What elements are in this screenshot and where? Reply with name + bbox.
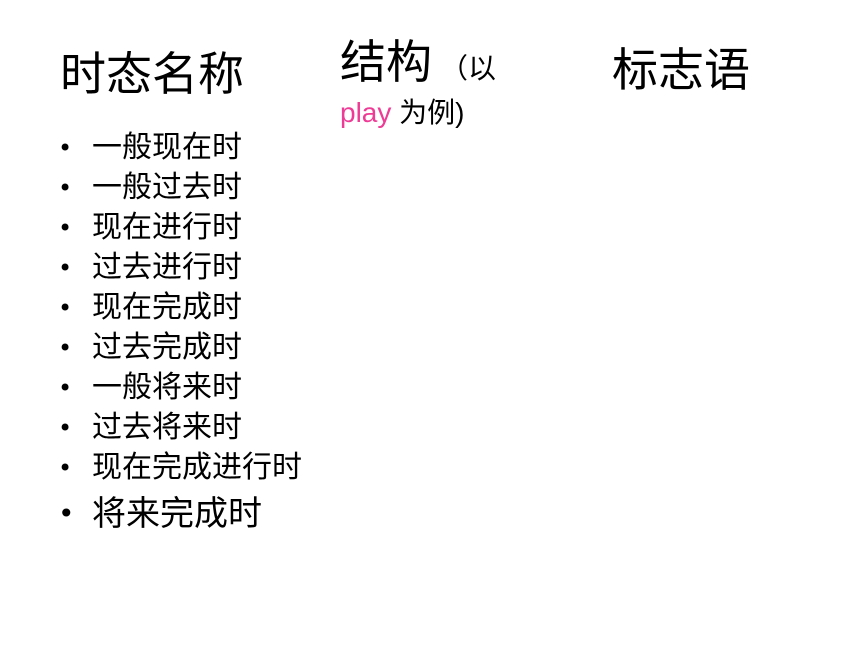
- tense-list: • 一般现在时 • 一般过去时 • 现在进行时 • 过去进行时 • 现在完成时 • 过去完成…: [58, 128, 302, 538]
- tense-label: 过去将来时: [92, 410, 242, 445]
- structure-header: 结构（以 play 为例): [340, 36, 530, 133]
- tense-label: 将来完成时: [92, 494, 262, 534]
- bullet-icon: •: [58, 374, 73, 402]
- bullet-icon: •: [58, 294, 73, 322]
- bullet-icon: •: [58, 454, 73, 482]
- bullet-icon: •: [58, 174, 73, 202]
- tense-label: 过去进行时: [92, 250, 242, 285]
- list-item: • 现在进行时: [58, 208, 302, 248]
- bullet-icon: •: [58, 497, 75, 530]
- list-item: • 一般将来时: [58, 368, 302, 408]
- list-item: • 过去完成时: [58, 328, 302, 368]
- tense-label: 过去完成时: [92, 330, 242, 365]
- list-item: • 过去进行时: [58, 248, 302, 288]
- list-item: • 现在完成时: [58, 288, 302, 328]
- structure-example-suffix: 为例): [391, 97, 465, 128]
- bullet-icon: •: [58, 214, 73, 242]
- bullet-icon: •: [58, 134, 73, 162]
- bullet-icon: •: [58, 414, 73, 442]
- list-item: • 过去将来时: [58, 408, 302, 448]
- tense-label: 一般过去时: [92, 170, 242, 205]
- tense-name-header: 时态名称: [60, 47, 244, 101]
- structure-header-main: 结构: [340, 35, 432, 89]
- tense-label: 现在完成时: [92, 290, 242, 325]
- list-item: • 将来完成时: [58, 490, 302, 538]
- tense-label: 一般现在时: [92, 130, 242, 165]
- tense-label: 现在完成进行时: [92, 450, 302, 485]
- marker-words-header: 标志语: [612, 43, 750, 97]
- list-item: • 一般过去时: [58, 168, 302, 208]
- structure-header-example: play 为例): [340, 93, 530, 133]
- list-item: • 一般现在时: [58, 128, 302, 168]
- bullet-icon: •: [58, 254, 73, 282]
- bullet-icon: •: [58, 334, 73, 362]
- tense-label: 一般将来时: [92, 370, 242, 405]
- structure-example-verb: play: [340, 97, 392, 128]
- list-item: • 现在完成进行时: [58, 448, 302, 488]
- tense-label: 现在进行时: [92, 210, 242, 245]
- structure-header-paren: （以: [440, 52, 497, 85]
